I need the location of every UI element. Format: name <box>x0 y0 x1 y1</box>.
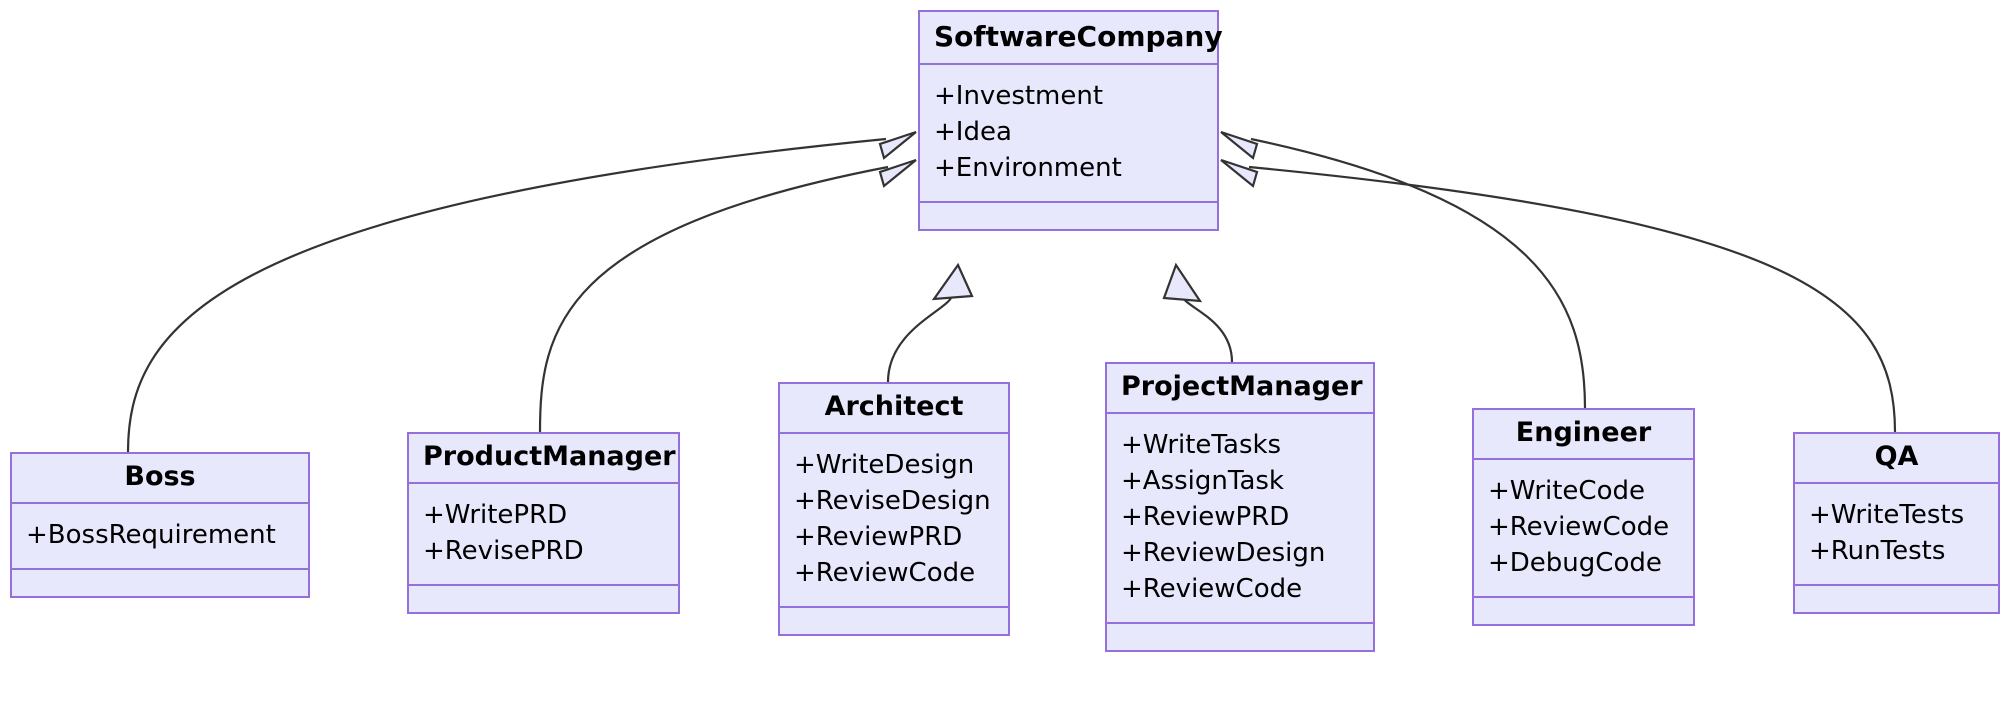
class-title-softwarecompany: SoftwareCompany <box>934 20 1223 53</box>
class-methods-architect <box>780 608 1008 634</box>
class-box-architect[interactable]: Architect +WriteDesign +ReviseDesign +Re… <box>778 382 1010 636</box>
class-separator <box>1795 482 1998 485</box>
class-attribute: +Idea <box>934 117 1012 148</box>
class-attribute: +WriteCode <box>1488 476 1645 507</box>
class-attribute: +ReviewCode <box>1121 573 1303 604</box>
class-attribute: +AssignTask <box>1121 466 1284 497</box>
class-title-projectmanager: ProjectManager <box>1121 371 1363 402</box>
class-separator <box>12 502 308 505</box>
class-separator <box>1795 584 1998 587</box>
class-separator <box>1474 595 1693 598</box>
class-methods-projectmanager <box>1107 624 1373 650</box>
class-attribute: +Environment <box>934 153 1122 184</box>
class-attributes-boss: +BossRequirement <box>12 504 308 568</box>
class-box-engineer[interactable]: Engineer +WriteCode +ReviewCode +DebugCo… <box>1472 408 1695 626</box>
class-separator <box>1107 412 1373 415</box>
class-attribute: +ReviewPRD <box>1121 502 1290 533</box>
class-separator <box>12 568 308 571</box>
class-attribute: +ReviewCode <box>794 557 976 588</box>
class-attributes-softwarecompany: +Investment +Idea +Environment <box>920 65 1217 201</box>
class-attributes-projectmanager: +WriteTasks +AssignTask +ReviewPRD +Revi… <box>1107 414 1373 621</box>
class-attribute: +WriteTests <box>1809 500 1965 531</box>
class-attribute: +BossRequirement <box>26 520 276 551</box>
class-methods-boss <box>12 570 308 596</box>
edge-architect-to-softwarecompany <box>886 262 974 383</box>
class-separator <box>920 63 1217 66</box>
class-methods-qa <box>1795 586 1998 612</box>
class-attribute: +RevisePRD <box>423 536 584 567</box>
class-separator <box>409 482 678 485</box>
class-attribute: +RunTests <box>1809 536 1946 567</box>
class-separator <box>780 432 1008 435</box>
class-box-productmanager[interactable]: ProductManager +WritePRD +RevisePRD <box>407 432 680 615</box>
class-attribute: +ReviewPRD <box>794 522 963 553</box>
class-attribute: +WriteTasks <box>1121 430 1282 461</box>
class-methods-softwarecompany <box>920 203 1217 229</box>
class-attributes-engineer: +WriteCode +ReviewCode +DebugCode <box>1474 460 1693 596</box>
class-attribute: +WriteDesign <box>794 450 975 481</box>
class-title-architect: Architect <box>824 391 964 422</box>
class-methods-productmanager <box>409 586 678 612</box>
class-methods-engineer <box>1474 598 1693 624</box>
class-attributes-qa: +WriteTests +RunTests <box>1795 484 1998 584</box>
class-attributes-productmanager: +WritePRD +RevisePRD <box>409 484 678 584</box>
class-attribute: +ReviseDesign <box>794 486 991 517</box>
class-separator <box>1474 458 1693 461</box>
class-box-qa[interactable]: QA +WriteTests +RunTests <box>1793 432 2000 615</box>
class-title-qa: QA <box>1874 441 1919 472</box>
class-separator <box>920 201 1217 204</box>
class-title-engineer: Engineer <box>1515 417 1652 448</box>
class-box-softwarecompany[interactable]: SoftwareCompany +Investment +Idea +Envir… <box>918 10 1223 232</box>
edge-projectmanager-to-softwarecompany <box>1162 262 1234 363</box>
class-separator <box>1107 621 1373 624</box>
class-separator <box>780 605 1008 608</box>
class-attribute: +ReviewCode <box>1488 512 1670 543</box>
class-attribute: +DebugCode <box>1488 548 1662 579</box>
class-attributes-architect: +WriteDesign +ReviseDesign +ReviewPRD +R… <box>780 434 1008 606</box>
class-attribute: +WritePRD <box>423 500 568 531</box>
class-attribute: +ReviewDesign <box>1121 537 1326 568</box>
class-title-productmanager: ProductManager <box>423 441 676 472</box>
class-box-projectmanager[interactable]: ProjectManager +WriteTasks +AssignTask +… <box>1105 362 1375 652</box>
class-title-boss: Boss <box>124 461 196 492</box>
class-attribute: +Investment <box>934 81 1104 112</box>
class-separator <box>409 584 678 587</box>
class-box-boss[interactable]: Boss +BossRequirement <box>10 452 310 599</box>
